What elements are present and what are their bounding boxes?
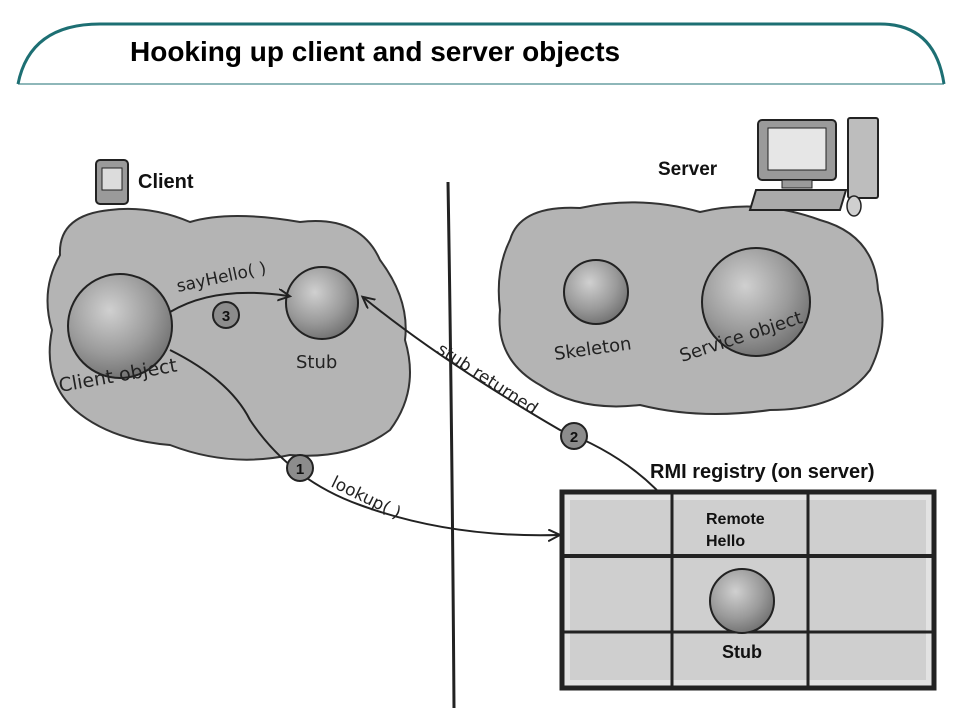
svg-text:2: 2 (570, 429, 578, 446)
page-title: Hooking up client and server objects (130, 36, 621, 67)
lookup-arrow (169, 349, 558, 535)
service-object-sphere (701, 247, 811, 357)
computer-icon (748, 117, 879, 217)
rmi-registry-label: RMI registry (on server) (650, 461, 875, 483)
pda-icon (95, 159, 129, 205)
client-heading: Client (138, 171, 194, 193)
network-divider (446, 181, 456, 709)
client-stub-sphere (285, 266, 359, 340)
server-heading: Server (658, 159, 718, 180)
svg-text:3: 3 (222, 308, 230, 325)
client-stub-label: Stub (296, 352, 337, 373)
say-hello-arrow (169, 293, 288, 313)
remote-hello-line-2: Hello (706, 533, 745, 550)
remote-hello-line-1: Remote (706, 511, 765, 528)
step-1-badge: 1 (286, 454, 314, 482)
registry-stub-sphere (709, 568, 775, 634)
lookup-label: lookup( ) (328, 473, 404, 524)
skeleton-sphere (563, 259, 629, 325)
step-3-badge: 3 (212, 301, 240, 329)
server-region (497, 201, 884, 415)
registry-stub-label: Stub (722, 642, 762, 662)
step-2-badge: 2 (560, 422, 588, 450)
svg-text:1: 1 (296, 461, 304, 478)
client-object-sphere (67, 273, 173, 379)
